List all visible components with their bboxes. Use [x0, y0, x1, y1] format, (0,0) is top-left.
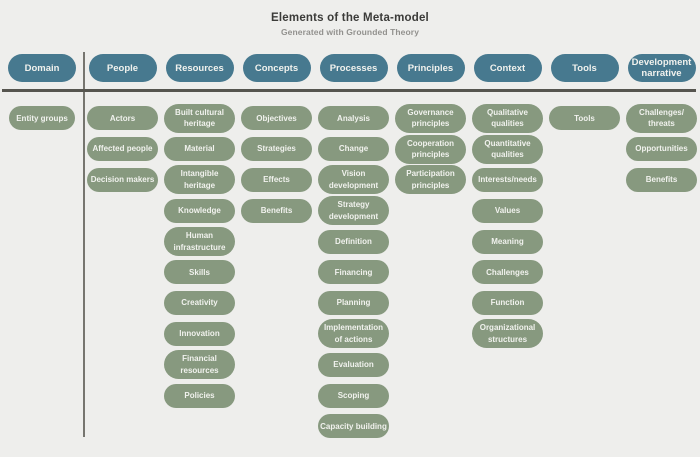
node-challenges-threats: Challenges/ threats: [626, 103, 697, 133]
node-actors: Actors: [87, 106, 158, 131]
node-effects: Effects: [241, 167, 312, 192]
node-entity-groups: Entity groups: [9, 106, 75, 131]
column-resources: Resources Built cultural heritage Materi…: [161, 54, 238, 442]
node-intangible-heritage: Intangible heritage: [164, 165, 235, 195]
node-meaning: Meaning: [472, 229, 543, 254]
node-financing: Financing: [318, 260, 389, 285]
column-processes: Processes Analysis Change Vision develop…: [315, 54, 392, 442]
node-governance-principles: Governance principles: [395, 103, 466, 133]
node-change: Change: [318, 137, 389, 162]
node-interests-needs: Interests/needs: [472, 167, 543, 192]
node-strategy-development: Strategy development: [318, 196, 389, 226]
node-evaluation: Evaluation: [318, 352, 389, 377]
column-domain: Domain Entity groups: [0, 54, 84, 442]
column-context: Context Qualitative qualities Quantitati…: [469, 54, 546, 442]
node-objectives: Objectives: [241, 106, 312, 131]
node-cooperation-principles: Cooperation principles: [395, 134, 466, 164]
node-analysis: Analysis: [318, 106, 389, 131]
title-block: Elements of the Meta-model Generated wit…: [0, 12, 700, 37]
node-qualitative-qualities: Qualitative qualities: [472, 103, 543, 133]
node-values: Values: [472, 198, 543, 223]
column-development-narrative: Development narrative Challenges/ threat…: [623, 54, 700, 442]
node-innovation: Innovation: [164, 321, 235, 346]
domain-divider-line: [83, 52, 85, 437]
column-header-principles: Principles: [396, 54, 465, 82]
node-vision-development: Vision development: [318, 165, 389, 195]
node-function: Function: [472, 291, 543, 316]
column-people: People Actors Affected people Decision m…: [84, 54, 161, 442]
column-header-concepts: Concepts: [242, 54, 311, 82]
node-knowledge: Knowledge: [164, 198, 235, 223]
node-capacity-building: Capacity building: [318, 414, 389, 439]
column-header-domain: Domain: [8, 54, 76, 82]
column-header-processes: Processes: [319, 54, 388, 82]
node-implementation-of-actions: Implementation of actions: [318, 319, 389, 349]
node-financial-resources: Financial resources: [164, 350, 235, 380]
node-tools: Tools: [549, 106, 620, 131]
node-affected-people: Affected people: [87, 137, 158, 162]
node-opportunities: Opportunities: [626, 137, 697, 162]
node-skills: Skills: [164, 260, 235, 285]
node-human-infrastructure: Human infrastructure: [164, 227, 235, 257]
node-strategies: Strategies: [241, 137, 312, 162]
node-benefits-concepts: Benefits: [241, 198, 312, 223]
node-challenges: Challenges: [472, 260, 543, 285]
column-concepts: Concepts Objectives Strategies Effects B…: [238, 54, 315, 442]
page-title: Elements of the Meta-model: [271, 12, 429, 24]
node-organizational-structures: Organizational structures: [472, 319, 543, 349]
node-built-cultural-heritage: Built cultural heritage: [164, 103, 235, 133]
node-planning: Planning: [318, 291, 389, 316]
header-rule-line: [2, 89, 696, 92]
column-header-people: People: [88, 54, 157, 82]
page-subtitle: Generated with Grounded Theory: [280, 27, 420, 37]
column-principles: Principles Governance principles Coopera…: [392, 54, 469, 442]
node-benefits-development: Benefits: [626, 167, 697, 192]
node-definition: Definition: [318, 229, 389, 254]
column-header-resources: Resources: [165, 54, 234, 82]
column-header-context: Context: [473, 54, 542, 82]
column-tools: Tools Tools: [546, 54, 623, 442]
column-header-tools: Tools: [550, 54, 619, 82]
node-creativity: Creativity: [164, 291, 235, 316]
node-material: Material: [164, 137, 235, 162]
node-decision-makers: Decision makers: [87, 167, 158, 192]
column-header-development-narrative: Development narrative: [627, 54, 696, 82]
node-scoping: Scoping: [318, 383, 389, 408]
diagram-columns: Domain Entity groups People Actors Affec…: [0, 54, 700, 442]
node-policies: Policies: [164, 383, 235, 408]
node-participation-principles: Participation principles: [395, 165, 466, 195]
node-quantitative-qualities: Quantitative qualities: [472, 134, 543, 164]
